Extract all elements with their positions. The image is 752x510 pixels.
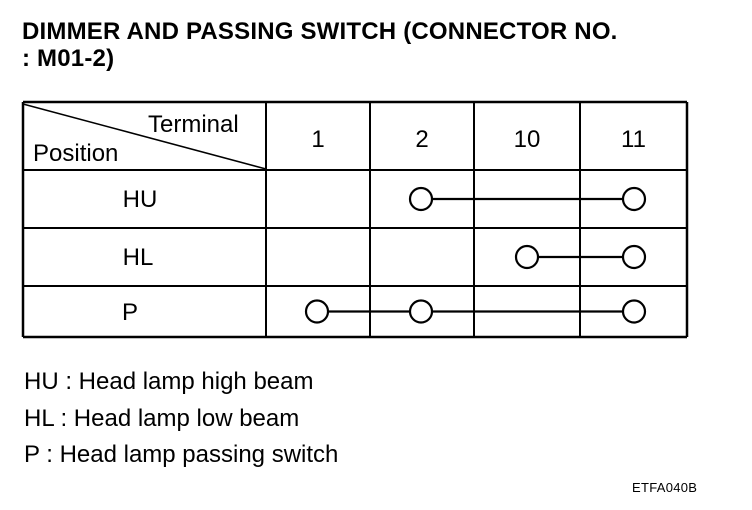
- position-label-hl: HL: [122, 244, 154, 271]
- position-label-hu: HU: [122, 186, 158, 213]
- terminal-header-10: 10: [513, 126, 541, 153]
- terminal-node-p-11: [621, 299, 647, 324]
- legend: HU : Head lamp high beam HL : Head lamp …: [24, 364, 338, 474]
- title-line-2: : M01-2): [22, 45, 115, 72]
- title-line-1: DIMMER AND PASSING SWITCH (CONNECTOR NO.: [22, 18, 618, 45]
- terminal-node-hl-10: [514, 244, 540, 270]
- legend-item-hl: HL : Head lamp low beam: [24, 404, 300, 432]
- header-terminal-label: Terminal: [148, 111, 239, 138]
- diagram-title: DIMMER AND PASSING SWITCH (CONNECTOR NO.…: [22, 18, 722, 72]
- figure-code: ETFA040B: [632, 480, 698, 495]
- legend-item-hu: HU : Head lamp high beam: [24, 368, 314, 395]
- terminal-node-p-2: [408, 299, 434, 324]
- terminal-node-hu-11: [621, 186, 647, 212]
- header-diagonal-line: [22, 103, 267, 170]
- terminal-header-11: 11: [621, 126, 646, 153]
- terminal-header-2: 2: [415, 126, 429, 153]
- terminal-node-hl-11: [621, 244, 647, 270]
- position-label-p: P: [121, 299, 138, 326]
- terminal-header-1: 1: [311, 126, 325, 153]
- terminal-node-hu-2: [408, 186, 434, 212]
- table-grid: [21, 100, 689, 339]
- legend-item-p: P : Head lamp passing switch: [24, 441, 339, 468]
- continuity-connections: [304, 186, 647, 324]
- header-position-label: Position: [33, 140, 119, 167]
- terminal-node-p-1: [304, 299, 330, 324]
